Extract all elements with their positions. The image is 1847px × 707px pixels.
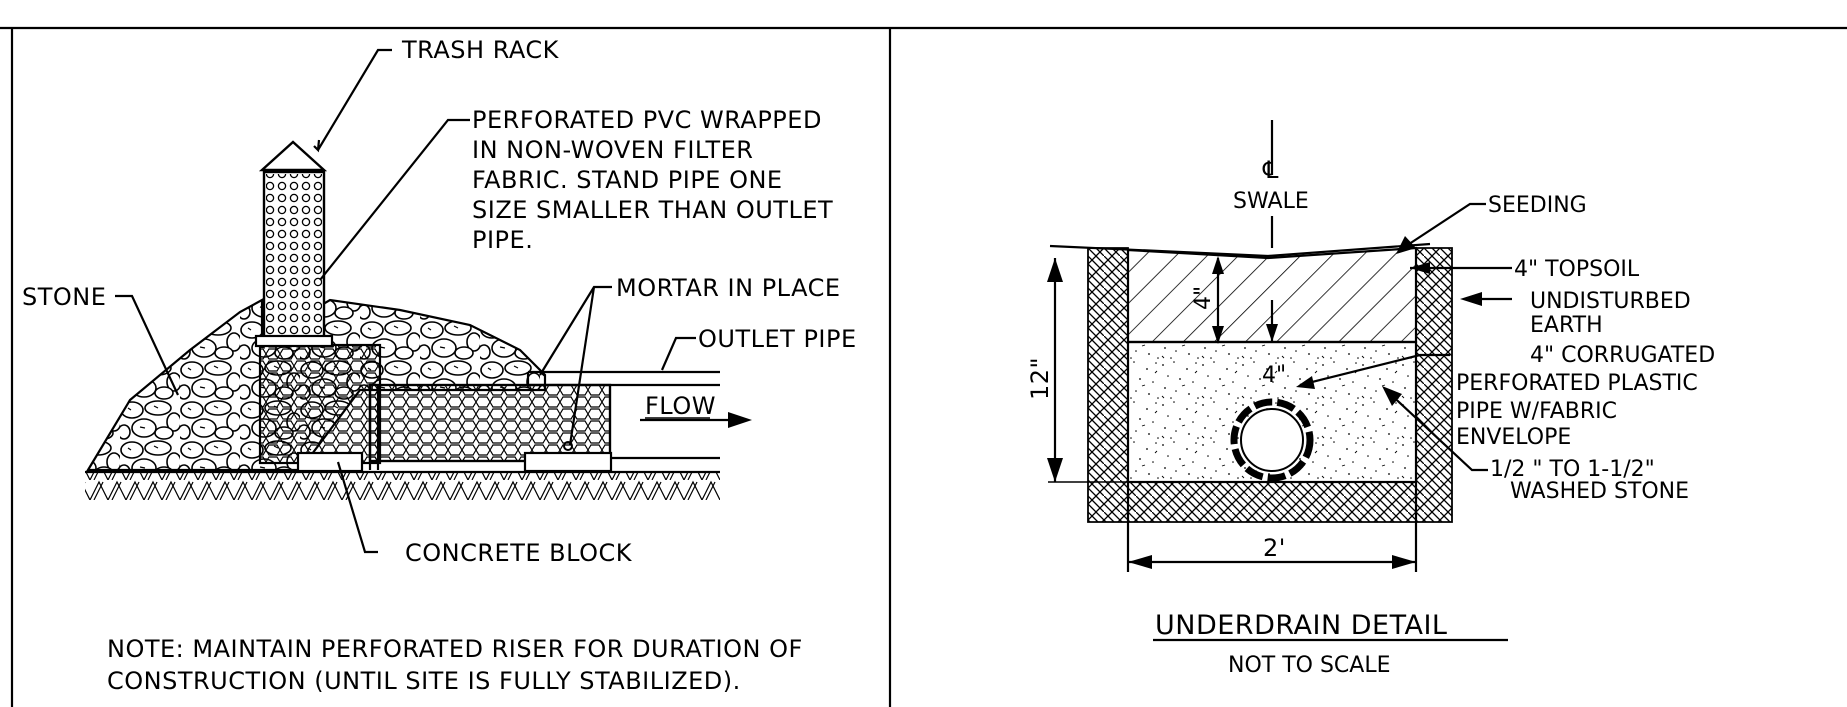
label-corrugated-2: PERFORATED PLASTIC: [1456, 371, 1698, 396]
leaders-left: [115, 48, 752, 554]
label-washed-stone-2: WASHED STONE: [1510, 479, 1689, 504]
ground-hatch: [85, 472, 720, 500]
note-line-2: CONSTRUCTION (UNTIL SITE IS FULLY STABIL…: [107, 667, 741, 695]
detail-title: UNDERDRAIN DETAIL: [1155, 610, 1447, 641]
corrugated-pipe: [1230, 398, 1314, 482]
riser-lower-perforated: [258, 343, 382, 465]
topsoil-layer: [1126, 246, 1418, 344]
dim-pipe: 4": [1262, 363, 1286, 388]
label-corrugated-3: PIPE W/FABRIC: [1456, 399, 1617, 424]
label-concrete-block: CONCRETE BLOCK: [405, 539, 633, 567]
label-outlet-pipe: OUTLET PIPE: [698, 325, 857, 353]
note-line-1: NOTE: MAINTAIN PERFORATED RISER FOR DURA…: [107, 635, 803, 663]
underdrain-detail: ℄ SWALE 12" 4" 2' 4": [1026, 120, 1715, 678]
label-perforated-pvc-2: IN NON-WOVEN FILTER: [472, 136, 753, 164]
label-topsoil: 4" TOPSOIL: [1514, 257, 1640, 282]
label-mortar: MORTAR IN PLACE: [616, 274, 841, 302]
dim-topsoil: 4": [1191, 286, 1216, 310]
dim-width: 2': [1263, 534, 1286, 562]
sheet-frame: [0, 26, 1847, 707]
detail-subtitle: NOT TO SCALE: [1228, 653, 1391, 678]
label-corrugated-1: 4" CORRUGATED: [1530, 343, 1715, 368]
label-undisturbed-1: UNDISTURBED: [1530, 289, 1691, 314]
label-corrugated-4: ENVELOPE: [1456, 425, 1571, 450]
label-perforated-pvc-5: PIPE.: [472, 226, 533, 254]
label-trash-rack: TRASH RACK: [401, 36, 560, 64]
label-perforated-pvc-3: FABRIC. STAND PIPE ONE: [472, 166, 783, 194]
label-washed-stone-1: 1/2 " TO 1-1/2": [1490, 457, 1655, 482]
trash-rack-cap: [258, 140, 328, 172]
label-perforated-pvc-4: SIZE SMALLER THAN OUTLET: [472, 196, 833, 224]
riser-outlet-detail: TRASH RACK PERFORATED PVC WRAPPED IN NON…: [22, 36, 857, 695]
concrete-block-right: [523, 451, 613, 473]
concrete-block-left: [296, 451, 364, 473]
dim-height: 12": [1026, 357, 1054, 400]
outlet-pipe: [526, 370, 720, 460]
label-undisturbed-2: EARTH: [1530, 313, 1603, 338]
label-swale: SWALE: [1233, 189, 1309, 214]
label-flow: FLOW: [645, 392, 716, 420]
label-seeding: SEEDING: [1488, 193, 1587, 218]
centerline-symbol: ℄: [1262, 156, 1279, 184]
label-perforated-pvc-1: PERFORATED PVC WRAPPED: [472, 106, 822, 134]
label-stone: STONE: [22, 283, 106, 311]
